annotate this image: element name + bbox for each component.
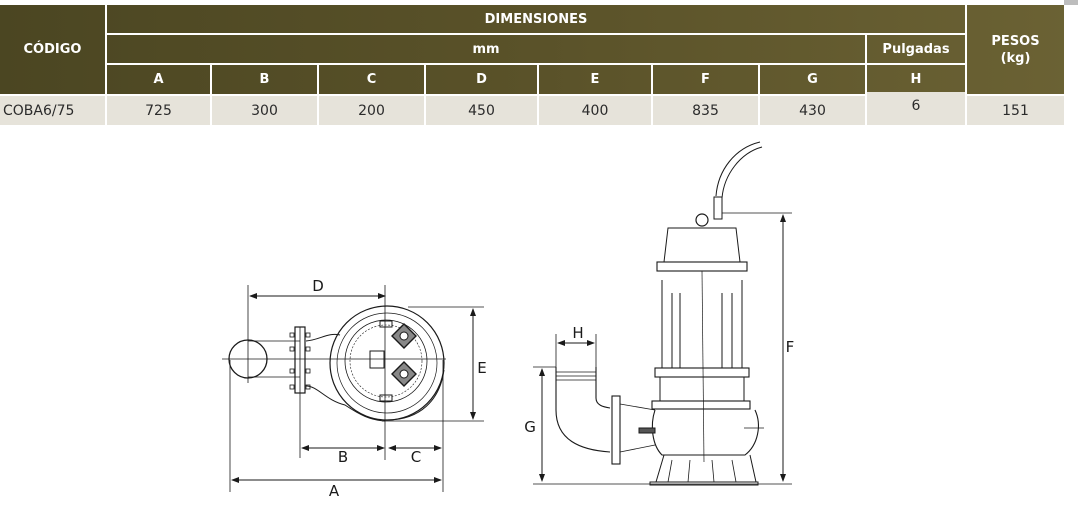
col-header-b: B	[212, 65, 317, 94]
cell-f: 835	[653, 96, 758, 125]
cell-g: 430	[760, 96, 865, 125]
dimensions-table: CÓDIGO DIMENSIONES mm Pulgadas PESOS (kg…	[0, 5, 1064, 125]
top-view-labels: D E B C A	[312, 277, 487, 500]
label-a: A	[329, 482, 340, 500]
label-b: B	[338, 448, 348, 466]
col-g-label: G	[807, 72, 818, 87]
side-view-labels: H G F	[524, 324, 794, 436]
col-f-label: F	[701, 72, 710, 87]
label-f: F	[786, 338, 795, 356]
header-inches-label: Pulgadas	[882, 41, 950, 57]
header-dimensions: DIMENSIONES	[107, 5, 965, 33]
cell-b: 300	[212, 96, 317, 125]
weight-value: 151	[1002, 102, 1029, 119]
header-inches: Pulgadas	[867, 35, 965, 63]
col-c-label: C	[366, 72, 377, 87]
cell-d: 450	[426, 96, 537, 125]
col-b-label: B	[259, 72, 270, 87]
header-code-label: CÓDIGO	[23, 42, 82, 57]
col-h-label: H	[910, 72, 922, 87]
side-view	[533, 141, 792, 486]
col-header-h: H	[867, 65, 965, 94]
cell-code: COBA6/75	[0, 96, 105, 125]
header-dimensions-label: DIMENSIONES	[484, 11, 588, 27]
header-code: CÓDIGO	[0, 5, 105, 94]
value-g: 430	[799, 102, 826, 119]
label-g: G	[524, 418, 536, 436]
header-weight-label: PESOS (kg)	[991, 33, 1040, 66]
code-value: COBA6/75	[3, 102, 75, 119]
corner-mark	[1064, 0, 1078, 5]
cell-c: 200	[319, 96, 424, 125]
col-header-a: A	[107, 65, 210, 94]
header-weight: PESOS (kg)	[967, 5, 1064, 94]
value-b: 300	[251, 102, 278, 119]
value-d: 450	[468, 102, 495, 119]
label-h: H	[572, 324, 583, 342]
value-e: 400	[581, 102, 609, 119]
top-view	[222, 285, 484, 492]
cell-a: 725	[107, 96, 210, 125]
label-e: E	[477, 359, 486, 377]
col-a-label: A	[153, 72, 164, 87]
label-d: D	[312, 277, 324, 295]
value-c: 200	[358, 102, 385, 119]
label-c: C	[411, 448, 421, 466]
value-f: 835	[692, 102, 719, 119]
col-header-f: F	[653, 65, 758, 94]
col-header-c: C	[319, 65, 424, 94]
col-header-d: D	[426, 65, 537, 94]
header-mm-label: mm	[472, 41, 500, 57]
col-header-g: G	[760, 65, 865, 94]
cell-weight: 151	[967, 96, 1064, 125]
cell-h: 6	[867, 92, 965, 125]
header-mm: mm	[107, 35, 865, 63]
value-h: 6	[911, 98, 921, 114]
cell-e: 400	[539, 96, 651, 125]
col-e-label: E	[590, 72, 600, 87]
col-d-label: D	[476, 72, 487, 87]
col-header-e: E	[539, 65, 651, 94]
value-a: 725	[145, 102, 172, 119]
